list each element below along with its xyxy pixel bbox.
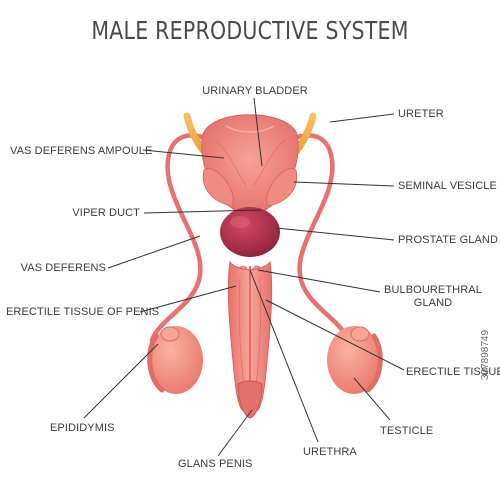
leader-erectile-tissue (265, 299, 405, 371)
leader-epididymis (83, 343, 159, 419)
stock-id-watermark: 307898749 (480, 329, 491, 380)
prostate (220, 207, 280, 257)
leader-ureter (329, 113, 395, 123)
label-urinary-bladder: URINARY BLADDER (202, 85, 308, 97)
label-vas-deferens: VAS DEFERENS (20, 262, 106, 274)
label-testicle: TESTICLE (380, 425, 434, 437)
vas-deferens-tubes (149, 133, 351, 343)
label-bulbourethral-gland: BULBOURETHRAL GLAND (378, 284, 488, 310)
leader-seminal-vesicle (293, 181, 395, 187)
label-urethra: URETHRA (303, 446, 357, 458)
label-seminal-vesicle: SEMINAL VESICLE (398, 180, 497, 192)
leader-erectile-tissue-of-penis (139, 285, 237, 313)
label-bulbourethral-line1: BULBOURETHRAL (384, 284, 482, 296)
leader-vas-deferens-ampoule (142, 149, 225, 159)
label-ureter: URETER (398, 108, 444, 120)
leader-vas-deferens (107, 235, 201, 269)
label-glans-penis: GLANS PENIS (178, 458, 253, 470)
penis (227, 260, 273, 419)
seminal-vesicles (202, 168, 298, 207)
label-vas-deferens-ampoule: VAS DEFERENS AMPOULE (10, 145, 153, 157)
leader-urethra (249, 269, 319, 443)
label-bulbourethral-line2: GLAND (413, 297, 453, 309)
label-viper-duct: VIPER DUCT (72, 207, 140, 219)
label-prostate-gland: PROSTATE GLAND (398, 234, 499, 246)
leader-urinary-bladder (253, 97, 263, 167)
leader-prostate-gland (275, 227, 395, 241)
label-erectile-tissue: ERECTILE TISSUE (406, 366, 500, 378)
leader-viper-duct (143, 209, 263, 214)
leader-lines (83, 97, 405, 457)
leader-testicle (353, 377, 391, 421)
leader-bulbourethral-gland (257, 269, 381, 293)
label-erectile-tissue-of-penis: ERECTILE TISSUE OF PENIS (6, 306, 160, 318)
diagram-title: MALE REPRODUCTIVE SYSTEM (91, 16, 409, 45)
testicles (147, 326, 383, 394)
leader-glans-penis (217, 409, 253, 457)
label-epididymis: EPIDIDYMIS (50, 422, 115, 434)
